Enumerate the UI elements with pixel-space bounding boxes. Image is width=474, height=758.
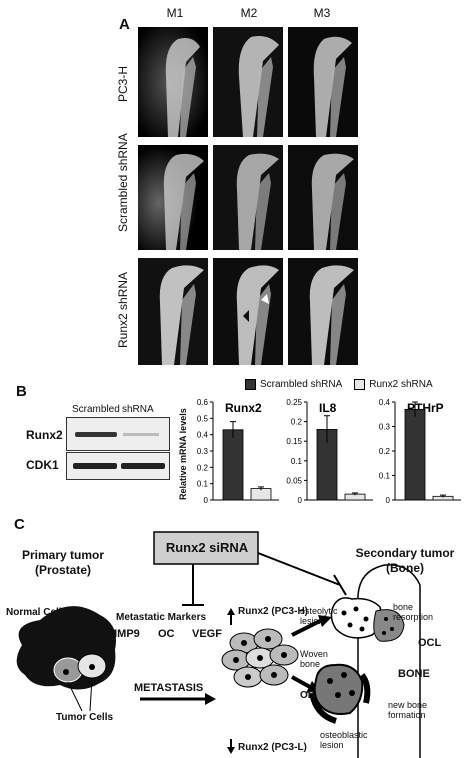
nucleus — [89, 664, 95, 670]
bone-outline — [357, 564, 421, 758]
bar — [222, 429, 244, 501]
y-tick-label: 0.4 — [197, 431, 209, 440]
new-bone-formation-label: new bone formation — [388, 700, 428, 720]
metastatic-markers-label: Metastatic Markers — [116, 612, 207, 623]
up-arrowhead — [227, 608, 235, 615]
blot-protein-cdk1: CDK1 — [26, 458, 59, 472]
blot-band — [75, 432, 117, 437]
osteoclast — [373, 609, 405, 642]
arrowhead — [318, 615, 332, 627]
arrow-to-bone — [291, 675, 311, 689]
blot-band — [123, 433, 159, 436]
y-tick-label: 0.3 — [197, 447, 209, 456]
marker-oc: OC — [158, 628, 175, 640]
bar — [404, 408, 426, 501]
legend-label-runx2: Runx2 shRNA — [369, 379, 433, 390]
bone-resorption-label: bone resorption — [393, 602, 434, 622]
blot-band — [121, 463, 165, 469]
column-header-m1: M1 — [166, 6, 184, 20]
y-tick-label: 0.15 — [286, 437, 302, 446]
y-tick-label: 0.5 — [197, 414, 209, 423]
tumor-cells-label: Tumor Cells — [56, 712, 114, 723]
ocl-label: OCL — [418, 637, 442, 649]
bone-label: BONE — [398, 668, 430, 680]
xray-image — [138, 258, 208, 365]
secondary-tumor-label: Secondary tumor — [355, 546, 455, 560]
y-tick-label: 0.1 — [197, 480, 209, 489]
panel-c-letter: C — [14, 516, 25, 533]
cell-cluster — [221, 628, 299, 688]
primary-tumor-label: Primary tumor — [21, 548, 105, 562]
woven-bone — [309, 673, 371, 724]
xray-image — [213, 27, 283, 137]
xray-image — [213, 258, 283, 365]
y-tick-label: 0.2 — [379, 447, 391, 456]
y-tick-label: 0 — [298, 496, 303, 505]
bar — [250, 488, 272, 501]
osteolytic-lesion-label: osteolytic lesion — [300, 606, 338, 626]
lane-label-shrna: shRNA — [122, 404, 154, 415]
xray-image — [288, 27, 358, 137]
runx2-low-label: Runx2 (PC3-L) — [238, 742, 307, 753]
western-blot-runx2 — [66, 417, 170, 451]
chart-title: Runx2 — [225, 401, 262, 415]
y-tick-label: 0.1 — [379, 472, 391, 481]
down-arrowhead — [227, 747, 235, 754]
legend-swatch-scrambled — [245, 379, 256, 390]
panel-a-letter: A — [119, 16, 130, 33]
osteoblastic-lesion-label: osteoblastic lesion — [320, 730, 368, 750]
y-tick-label: 0 — [386, 496, 391, 505]
chart-title: IL8 — [319, 401, 337, 415]
primary-tumor-sub: (Prostate) — [34, 563, 91, 577]
xray-image — [213, 145, 283, 250]
marker-vegf: VEGF — [192, 628, 222, 640]
pointer-line — [67, 677, 93, 712]
xray-image — [288, 145, 358, 250]
arrow-to-bone — [291, 619, 321, 637]
xray-image — [138, 27, 208, 137]
row-label-pc3h: PC3-H — [116, 65, 130, 102]
metastasis-diagram — [16, 531, 421, 758]
marker-mmp9: MMP9 — [108, 628, 140, 640]
blot-band — [73, 463, 117, 469]
row-label-runx2: Runx2 shRNA — [116, 271, 130, 348]
legend-swatch-runx2 — [354, 379, 366, 390]
y-tick-label: 0.3 — [379, 423, 391, 432]
xray-image — [138, 145, 208, 250]
nucleus — [63, 669, 69, 675]
normal-cell-label: Normal Cell — [6, 607, 62, 618]
y-tick-label: 0.2 — [197, 463, 209, 472]
xray-image — [288, 258, 358, 365]
y-tick-label: 0 — [204, 496, 209, 505]
column-header-m2: M2 — [240, 6, 258, 20]
blot-protein-runx2: Runx2 — [26, 428, 63, 442]
secondary-tumor-sub: (Bone) — [386, 561, 424, 575]
panel-b-letter: B — [16, 383, 27, 400]
runx2-sirna-label: Runx2 siRNA — [165, 540, 249, 555]
inhibition-arrow — [182, 564, 204, 606]
runx2-sirna-box — [153, 531, 259, 565]
column-header-m3: M3 — [313, 6, 331, 20]
y-tick-label: 0.2 — [291, 418, 303, 427]
lane-label-scrambled: Scrambled — [72, 404, 120, 415]
y-tick-label: 0.1 — [291, 457, 303, 466]
runx2-high-label: Runx2 (PC3-H) — [238, 606, 309, 617]
row-label-scrambled: Scrambled shRNA — [116, 133, 130, 232]
y-tick-label: 0.25 — [286, 398, 302, 407]
y-tick-label: 0.05 — [286, 476, 302, 485]
legend: Scrambled shRNA Runx2 shRNA — [245, 379, 433, 390]
western-blot-cdk1 — [66, 452, 170, 480]
y-tick-label: 0.4 — [379, 398, 391, 407]
ob-label: OB — [300, 690, 315, 701]
mrna-bar-charts: 0 0.1 0.2 0.3 0.4 0.5 0.6 Runx2 0 0.05 0.1 0.15 0.2 0… — [197, 398, 461, 505]
metastasis-label: METASTASIS — [134, 682, 204, 694]
legend-label-scrambled: Scrambled shRNA — [260, 379, 343, 390]
inhibition-arrow — [257, 552, 347, 596]
y-tick-label: 0.6 — [197, 398, 209, 407]
osteoblastic-cells — [313, 663, 364, 715]
woven-bone-label: Woven bone — [300, 649, 328, 669]
metastasis-arrowhead — [205, 693, 216, 705]
